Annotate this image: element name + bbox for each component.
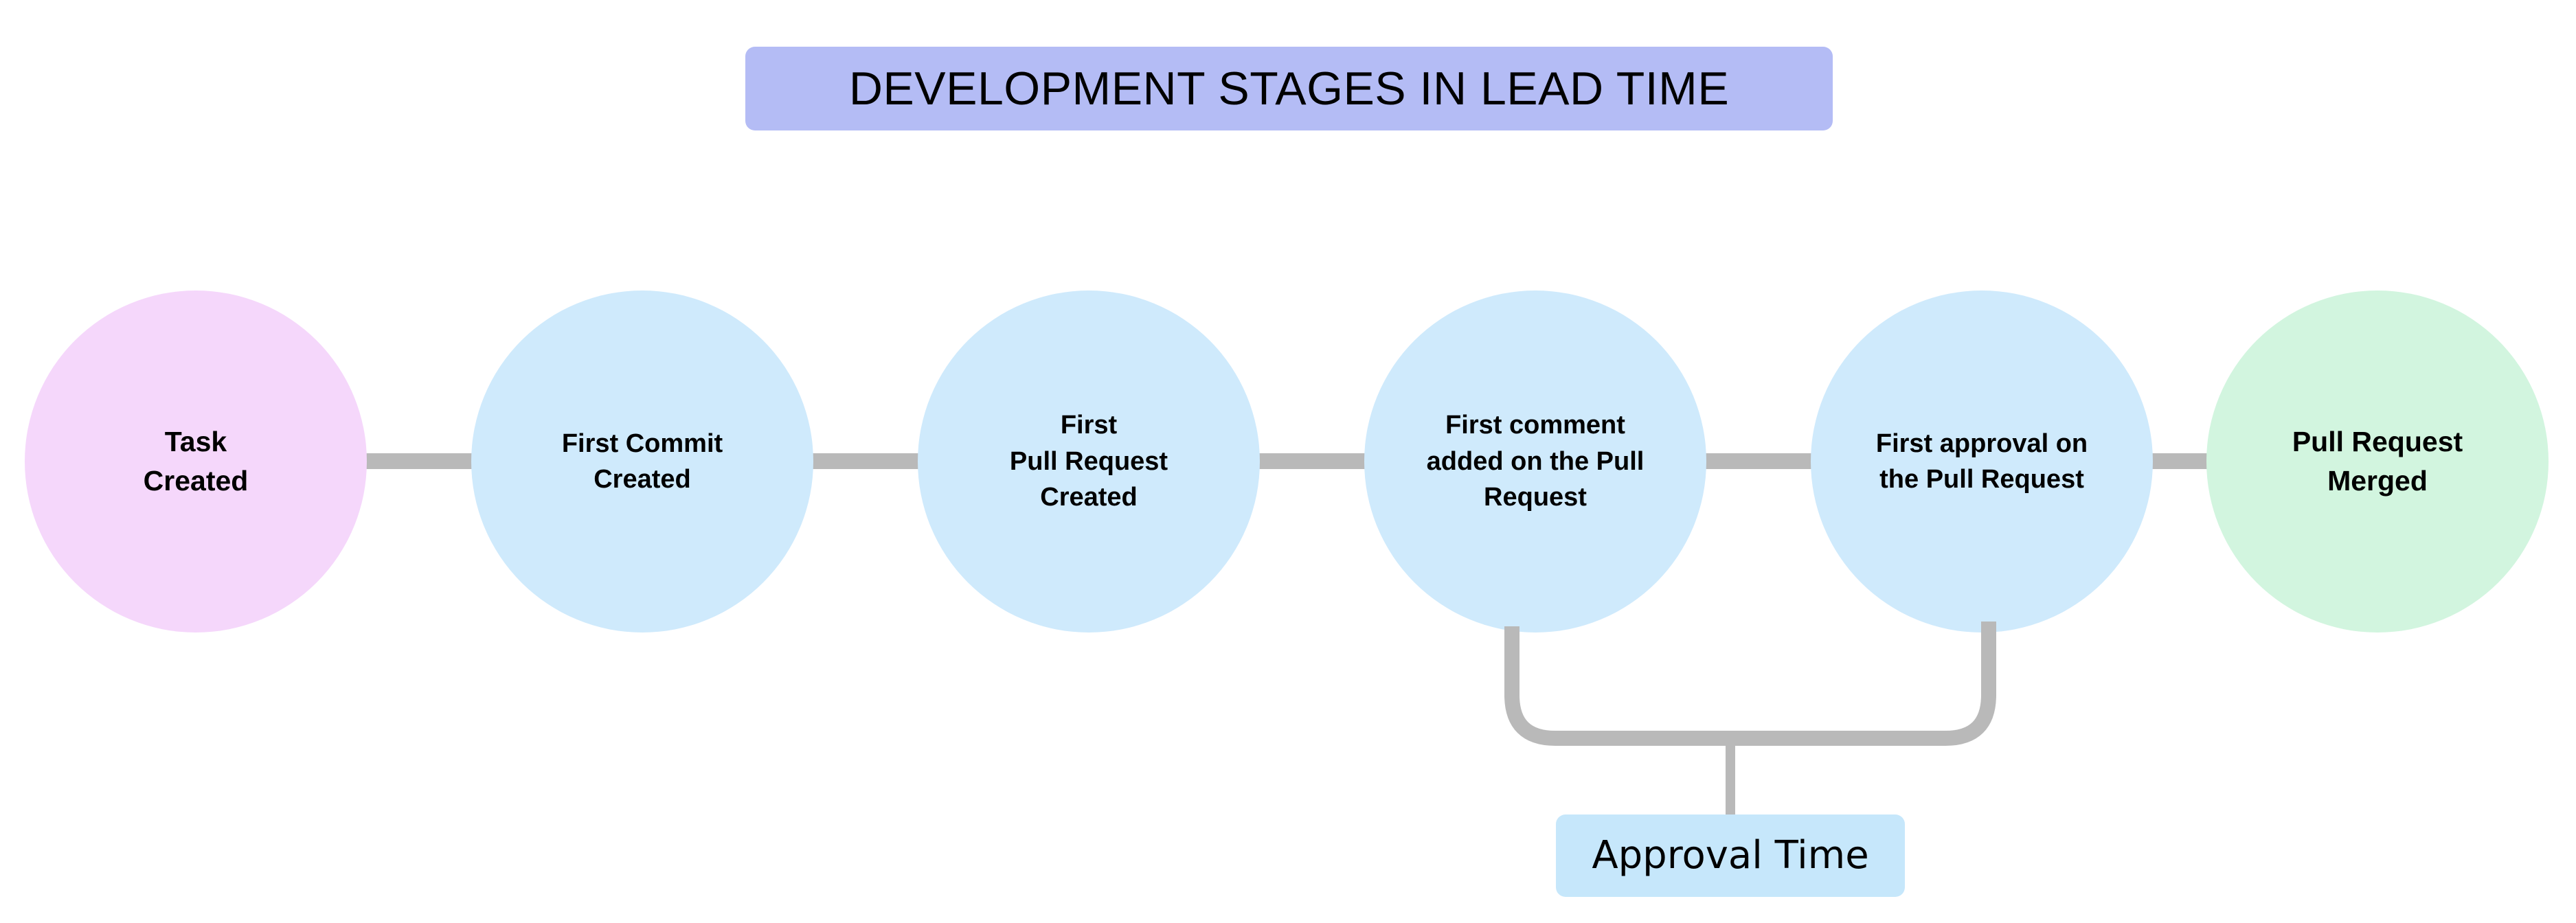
approval-time-label: Approval Time (1592, 833, 1869, 878)
stage-node-task-created[interactable]: Task Created (25, 290, 367, 633)
connector-commit-to-pr (807, 453, 934, 469)
stage-node-pull-request-merged[interactable]: Pull Request Merged (2206, 290, 2549, 633)
page-title: DEVELOPMENT STAGES IN LEAD TIME (848, 62, 1730, 115)
stage-node-first-commit[interactable]: First Commit Created (471, 290, 813, 633)
stage-label-first-approval: First approval on the Pull Request (1875, 429, 2088, 494)
approval-time-label-box[interactable]: Approval Time (1556, 814, 1905, 897)
stage-label-first-pull-request: First Pull Request Created (1009, 411, 1168, 512)
stage-node-first-pull-request[interactable]: First Pull Request Created (918, 290, 1260, 633)
diagram-title-box: DEVELOPMENT STAGES IN LEAD TIME (745, 47, 1833, 130)
stage-node-first-comment[interactable]: First comment added on the Pull Request (1364, 290, 1706, 633)
stage-node-first-approval[interactable]: First approval on the Pull Request (1811, 290, 2153, 633)
stage-label-pull-request-merged: Pull Request Merged (2292, 426, 2463, 497)
stage-label-task-created: Task Created (143, 426, 249, 497)
connector-pr-to-comment (1254, 453, 1381, 469)
stage-label-first-comment: First comment added on the Pull Request (1426, 411, 1645, 512)
stage-label-first-commit: First Commit Created (561, 429, 723, 494)
connector-comment-to-approval (1700, 453, 1827, 469)
connector-task-to-commit (361, 453, 488, 469)
